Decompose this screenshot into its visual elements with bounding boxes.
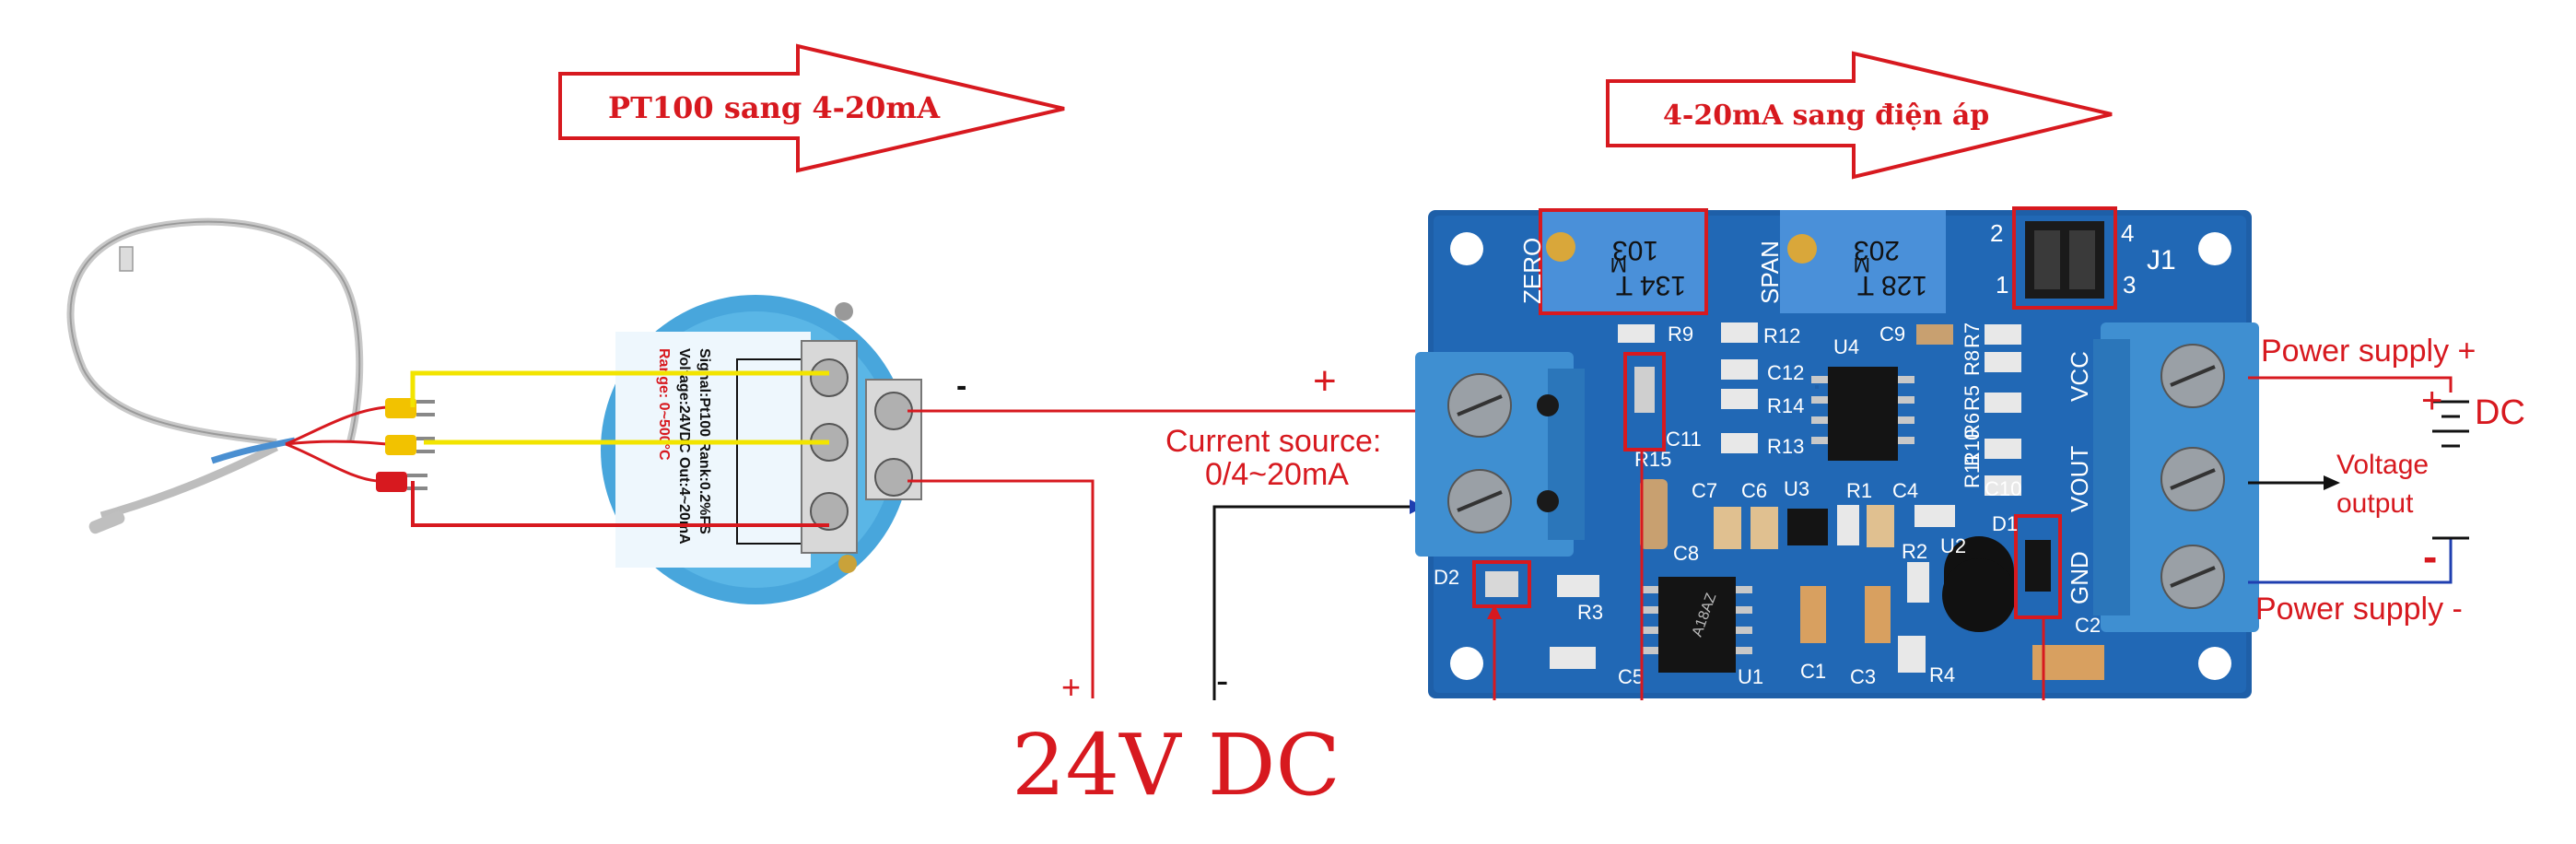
svg-text:134 T: 134 T bbox=[1616, 270, 1686, 300]
svg-text:R3: R3 bbox=[1577, 601, 1603, 624]
svg-text:4: 4 bbox=[2121, 219, 2134, 247]
svg-text:U2: U2 bbox=[1940, 534, 1966, 557]
probe-tip bbox=[88, 510, 125, 534]
indicator-lines bbox=[1487, 451, 2045, 700]
svg-text:M: M bbox=[1610, 253, 1627, 276]
svg-text:C12: C12 bbox=[1767, 361, 1804, 384]
span-potentiometer[interactable]: 203 M 128 T bbox=[1780, 210, 1946, 313]
svg-text:R5: R5 bbox=[1961, 385, 1984, 411]
output-terminal-block[interactable] bbox=[2093, 322, 2259, 632]
svg-text:M: M bbox=[1854, 253, 1870, 276]
svg-text:C4: C4 bbox=[1892, 479, 1918, 502]
vcc-label: VCC bbox=[2066, 351, 2093, 402]
svg-text:1: 1 bbox=[1996, 271, 2008, 299]
spade-lug-3 bbox=[376, 472, 407, 492]
svg-text:C11: C11 bbox=[1666, 428, 1702, 451]
current-loop: + Current source: 0/4~20mA + - 24V DC bbox=[907, 358, 1434, 815]
span-label: SPAN bbox=[1756, 240, 1784, 304]
svg-text:R6: R6 bbox=[1961, 413, 1984, 439]
svg-text:R12: R12 bbox=[1763, 324, 1800, 347]
svg-text:2: 2 bbox=[1990, 219, 2003, 247]
regulator-u2 bbox=[1942, 536, 2016, 632]
dc-label: DC bbox=[2475, 393, 2525, 432]
svg-text:R14: R14 bbox=[1767, 394, 1804, 417]
led-d2-highlight bbox=[1472, 560, 1531, 608]
current-source-line2: 0/4~20mA bbox=[1205, 457, 1349, 492]
svg-text:R2: R2 bbox=[1902, 540, 1927, 563]
loop-plus-top: + bbox=[1313, 358, 1337, 404]
transmitter-minus: - bbox=[956, 369, 966, 404]
svg-text:R13: R13 bbox=[1767, 435, 1804, 458]
svg-text:D1: D1 bbox=[1992, 512, 2018, 535]
svg-text:U1: U1 bbox=[1738, 665, 1763, 688]
input-terminal-block[interactable] bbox=[1415, 352, 1585, 557]
output-wiring bbox=[2248, 376, 2469, 584]
svg-text:R9: R9 bbox=[1668, 322, 1693, 346]
svg-text:R15: R15 bbox=[1634, 448, 1671, 471]
voltage-output-line1: Voltage bbox=[2336, 450, 2429, 480]
power-supply-plus: Power supply + bbox=[2261, 334, 2476, 369]
svg-text:C2: C2 bbox=[2075, 614, 2101, 637]
svg-text:U3: U3 bbox=[1784, 477, 1809, 500]
resistor-r15-highlight bbox=[1623, 352, 1666, 451]
svg-text:C10: C10 bbox=[1985, 477, 2021, 500]
zero-label: ZERO bbox=[1518, 238, 1546, 304]
jumper-j1[interactable] bbox=[2012, 206, 2117, 310]
transistor-u3 bbox=[1787, 509, 1828, 545]
ic-u1: A18AZ bbox=[1642, 577, 1752, 673]
svg-text:C1: C1 bbox=[1800, 660, 1826, 683]
dc-plus: + bbox=[2421, 381, 2442, 421]
svg-text:103: 103 bbox=[1612, 235, 1658, 265]
arrow-left-label: PT100 sang 4-20mA bbox=[608, 90, 941, 125]
voltage-output-line2: output bbox=[2336, 488, 2414, 519]
svg-text:R10: R10 bbox=[1961, 429, 1984, 466]
spade-lug-2 bbox=[385, 435, 416, 455]
transmitter-line3: Range: 0~500°C bbox=[656, 348, 672, 461]
svg-text:128 T: 128 T bbox=[1857, 270, 1927, 300]
arrow-right-label: 4-20mA sang điện áp bbox=[1663, 100, 1989, 132]
svg-text:R8: R8 bbox=[1961, 350, 1984, 376]
power-supply-minus: Power supply - bbox=[2255, 592, 2463, 627]
svg-text:203: 203 bbox=[1854, 235, 1900, 265]
pt100-probe bbox=[66, 217, 364, 534]
current-source-line1: Current source: bbox=[1165, 424, 1381, 459]
sensor-wires bbox=[410, 370, 829, 527]
svg-text:3: 3 bbox=[2123, 271, 2136, 299]
temperature-transmitter: Signal:Pt100 Rank:0.2%FS Voltage:24VDC O… bbox=[601, 295, 966, 604]
svg-text:U4: U4 bbox=[1833, 335, 1859, 358]
svg-text:C6: C6 bbox=[1741, 479, 1767, 502]
supply-label: 24V DC bbox=[1012, 716, 1341, 815]
spade-lug-1 bbox=[385, 398, 416, 418]
ic-u4 bbox=[1811, 367, 1914, 461]
dc-minus: - bbox=[2423, 533, 2437, 580]
zero-potentiometer[interactable]: 103 M 134 T bbox=[1539, 208, 1708, 315]
svg-text:C8: C8 bbox=[1673, 542, 1699, 565]
svg-text:C9: C9 bbox=[1879, 322, 1905, 346]
j1-label: J1 bbox=[2147, 245, 2176, 275]
svg-text:D2: D2 bbox=[1434, 566, 1459, 589]
battery-symbol bbox=[2432, 400, 2469, 540]
svg-text:C7: C7 bbox=[1692, 479, 1717, 502]
svg-text:R1: R1 bbox=[1846, 479, 1872, 502]
transmitter-terminal-screws bbox=[810, 358, 922, 531]
svg-text:R4: R4 bbox=[1929, 663, 1955, 686]
supply-plus: + bbox=[1061, 668, 1081, 706]
transmitter-line2: Voltage:24VDC Out:4~20mA bbox=[676, 348, 692, 545]
converter-board: 103 M 134 T ZERO 203 M 128 T SPAN 2 4 1 … bbox=[1415, 206, 2259, 698]
silkscreen-labels: R9 R12 R15 C12 R14 R13 C11 U4 C9 R7 R8 R… bbox=[1434, 322, 2101, 688]
smd-components bbox=[1550, 322, 2104, 680]
vout-label: VOUT bbox=[2066, 446, 2093, 512]
svg-text:R11: R11 bbox=[1961, 452, 1984, 488]
arrow-pt100-to-4-20ma: PT100 sang 4-20mA bbox=[558, 43, 1065, 173]
supply-minus: - bbox=[1216, 661, 1228, 701]
svg-text:R7: R7 bbox=[1961, 322, 1984, 348]
gnd-label: GND bbox=[2066, 551, 2093, 604]
diode-d1-highlight bbox=[2014, 514, 2062, 619]
svg-text:C3: C3 bbox=[1850, 665, 1876, 688]
svg-text:C5: C5 bbox=[1618, 665, 1644, 688]
arrow-4-20ma-to-voltage: 4-20mA sang điện áp bbox=[1606, 51, 2113, 180]
sensor-leads bbox=[285, 398, 435, 492]
cable-clip bbox=[119, 246, 134, 272]
